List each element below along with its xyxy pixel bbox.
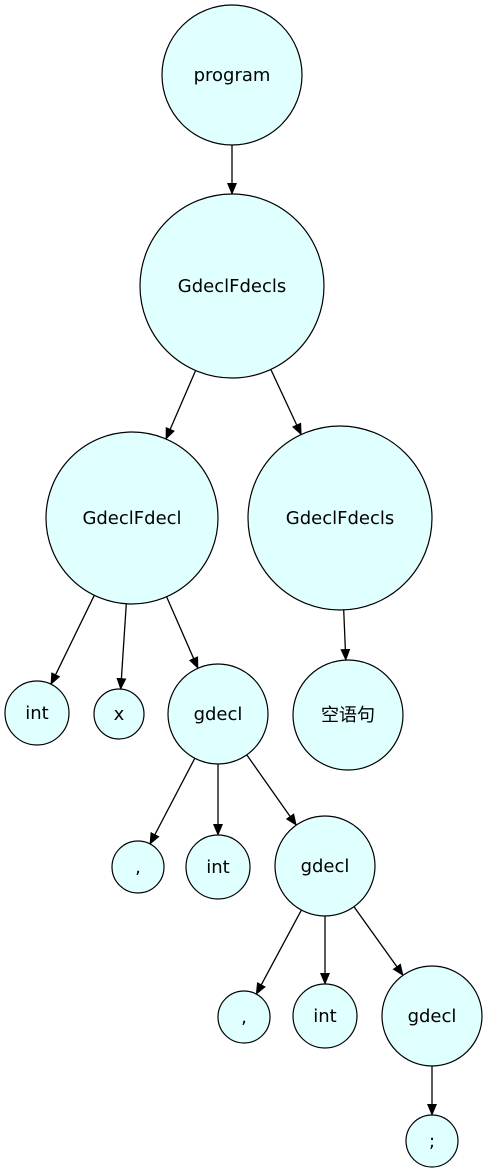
edge-n2-n5 <box>116 603 127 691</box>
edge-n1-n3 <box>270 369 302 436</box>
node-circle <box>381 965 483 1067</box>
tree-node: , <box>111 840 165 894</box>
edge-n10-n13 <box>353 906 404 977</box>
tree-node: gdecl <box>381 965 483 1067</box>
node-circle <box>167 663 269 765</box>
node-label: int <box>313 1006 336 1027</box>
tree-node: GdeclFdecls <box>247 425 433 611</box>
edge-n2-n6 <box>166 596 199 670</box>
node-circle <box>161 4 303 146</box>
edge-n6-n10 <box>246 754 297 826</box>
node-circle <box>139 193 325 379</box>
tree-node: int <box>185 834 251 900</box>
node-circle <box>45 431 219 605</box>
tree-node: , <box>217 990 271 1044</box>
node-circle <box>185 834 251 900</box>
node-circle <box>292 659 404 771</box>
node-label: GdeclFdecls <box>178 276 286 297</box>
tree-node: int <box>4 680 70 746</box>
node-label: gdecl <box>301 856 350 877</box>
tree-node: 空语句 <box>292 659 404 771</box>
edge-n10-n11 <box>255 909 302 995</box>
node-circle <box>217 990 271 1044</box>
node-circle <box>93 688 145 740</box>
node-circle <box>247 425 433 611</box>
node-label: int <box>25 703 48 724</box>
edge-n6-n8 <box>149 757 196 845</box>
node-label: , <box>241 1007 247 1028</box>
node-circle <box>274 815 376 917</box>
edges-layer <box>50 145 437 1116</box>
node-circle <box>111 840 165 894</box>
tree-node: gdecl <box>274 815 376 917</box>
node-circle <box>292 983 358 1049</box>
node-circle <box>405 1114 459 1168</box>
node-label: , <box>135 857 141 878</box>
tree-node: int <box>292 983 358 1049</box>
node-label: x <box>114 704 125 725</box>
node-label: 空语句 <box>321 705 375 726</box>
tree-node: program <box>161 4 303 146</box>
node-label: program <box>194 65 271 86</box>
edge-n2-n4 <box>50 595 95 686</box>
node-label: gdecl <box>194 704 243 725</box>
tree-node: GdeclFdecls <box>139 193 325 379</box>
node-label: GdeclFdecl <box>82 508 181 529</box>
tree-node: x <box>93 688 145 740</box>
node-label: GdeclFdecls <box>286 508 394 529</box>
node-label: gdecl <box>408 1006 457 1027</box>
tree-node: ; <box>405 1114 459 1168</box>
tree-node: gdecl <box>167 663 269 765</box>
node-label: ; <box>429 1131 435 1152</box>
node-label: int <box>206 857 229 878</box>
edge-n1-n2 <box>165 370 197 440</box>
node-circle <box>4 680 70 746</box>
tree-node: GdeclFdecl <box>45 431 219 605</box>
edge-n3-n7 <box>340 609 351 661</box>
